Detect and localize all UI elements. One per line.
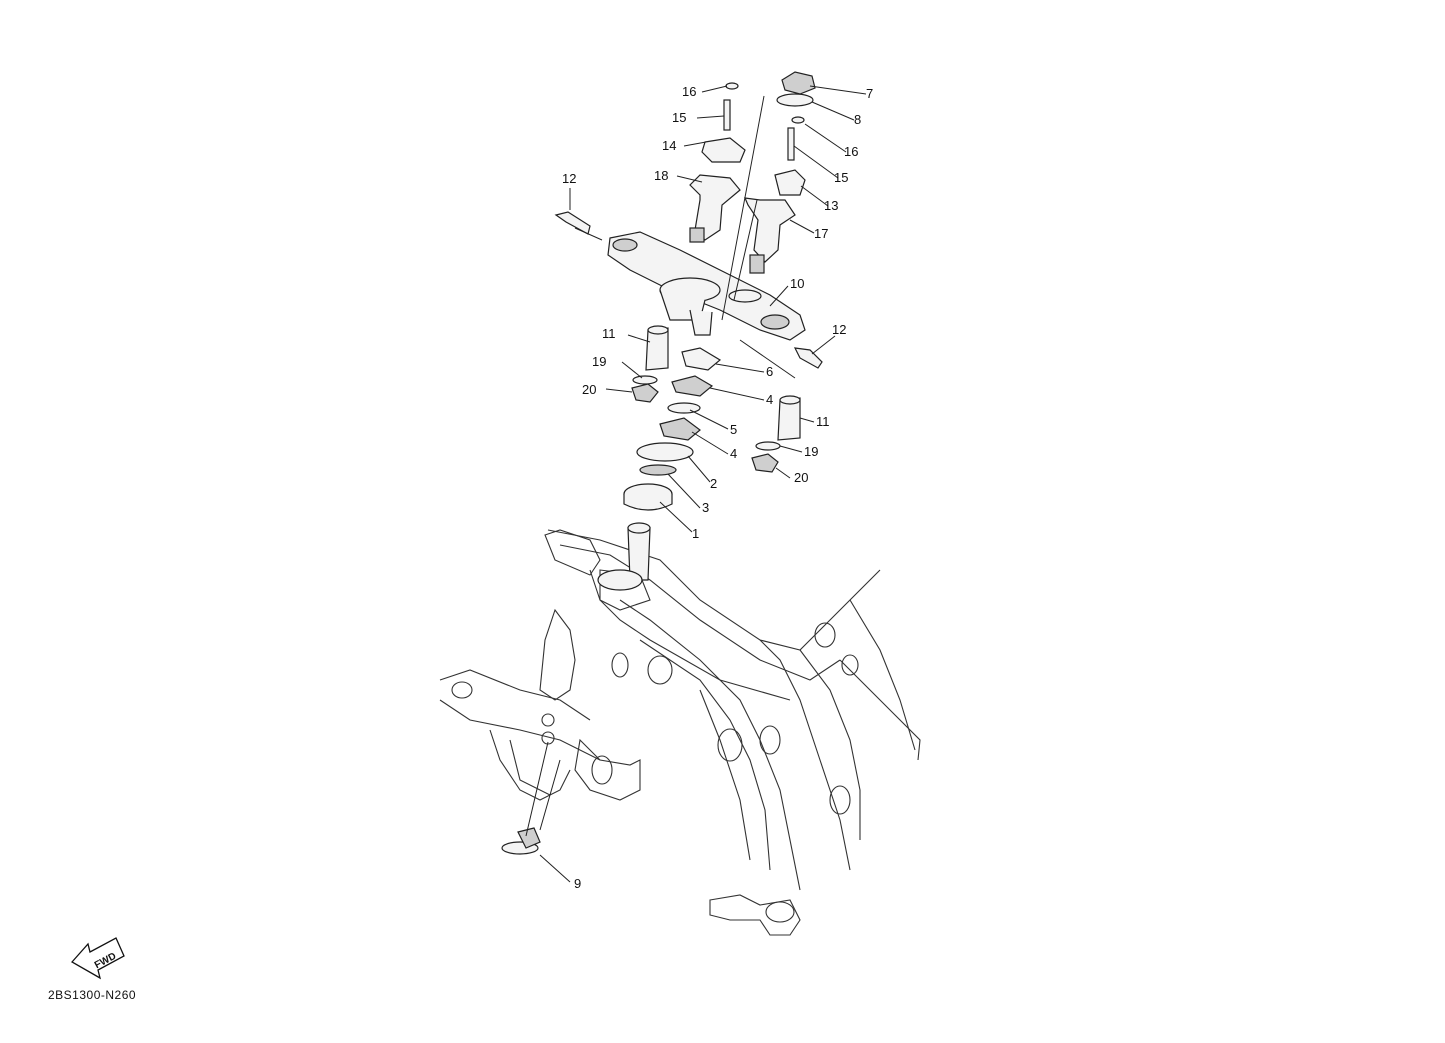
callout-19: 19 — [804, 444, 818, 459]
callout-14: 14 — [662, 138, 676, 153]
callout-9: 9 — [574, 876, 581, 891]
callout-7: 7 — [866, 86, 873, 101]
bolt-left — [554, 211, 591, 235]
callout-4: 4 — [730, 446, 737, 461]
cap-right-group — [751, 395, 801, 473]
steering-stem — [597, 522, 651, 591]
callout-11: 11 — [602, 326, 616, 341]
callout-labels: 16 15 14 18 12 7 8 16 15 13 17 10 12 11 … — [562, 84, 873, 891]
handlebar-holder-left — [689, 82, 746, 243]
callout-19: 19 — [592, 354, 606, 369]
callout-10: 10 — [790, 276, 804, 291]
bolt-right — [793, 347, 823, 369]
callout-12: 12 — [562, 171, 576, 186]
callout-16: 16 — [844, 144, 858, 159]
handlebar-holder-right — [744, 71, 816, 274]
callout-5: 5 — [730, 422, 737, 437]
callout-12: 12 — [832, 322, 846, 337]
callout-16: 16 — [682, 84, 696, 99]
callout-11: 11 — [816, 414, 830, 429]
callout-20: 20 — [582, 382, 596, 397]
callout-20: 20 — [794, 470, 808, 485]
callout-3: 3 — [702, 500, 709, 515]
cap-left-group — [631, 325, 669, 403]
leader-lines — [525, 85, 867, 883]
callout-1: 1 — [692, 526, 699, 541]
callout-17: 17 — [814, 226, 828, 241]
callout-2: 2 — [710, 476, 717, 491]
callout-6: 6 — [766, 364, 773, 379]
callout-18: 18 — [654, 168, 668, 183]
callout-15: 15 — [834, 170, 848, 185]
callout-13: 13 — [824, 198, 838, 213]
callout-4: 4 — [766, 392, 773, 407]
callout-15: 15 — [672, 110, 686, 125]
upper-bracket — [607, 231, 806, 341]
steering-stack — [623, 347, 722, 511]
fwd-arrow-icon: FWD — [70, 937, 125, 980]
callout-8: 8 — [854, 112, 861, 127]
frame-assembly — [439, 529, 921, 936]
drawing-code: 2BS1300-N260 — [48, 988, 137, 1002]
stopper-part — [501, 827, 541, 855]
